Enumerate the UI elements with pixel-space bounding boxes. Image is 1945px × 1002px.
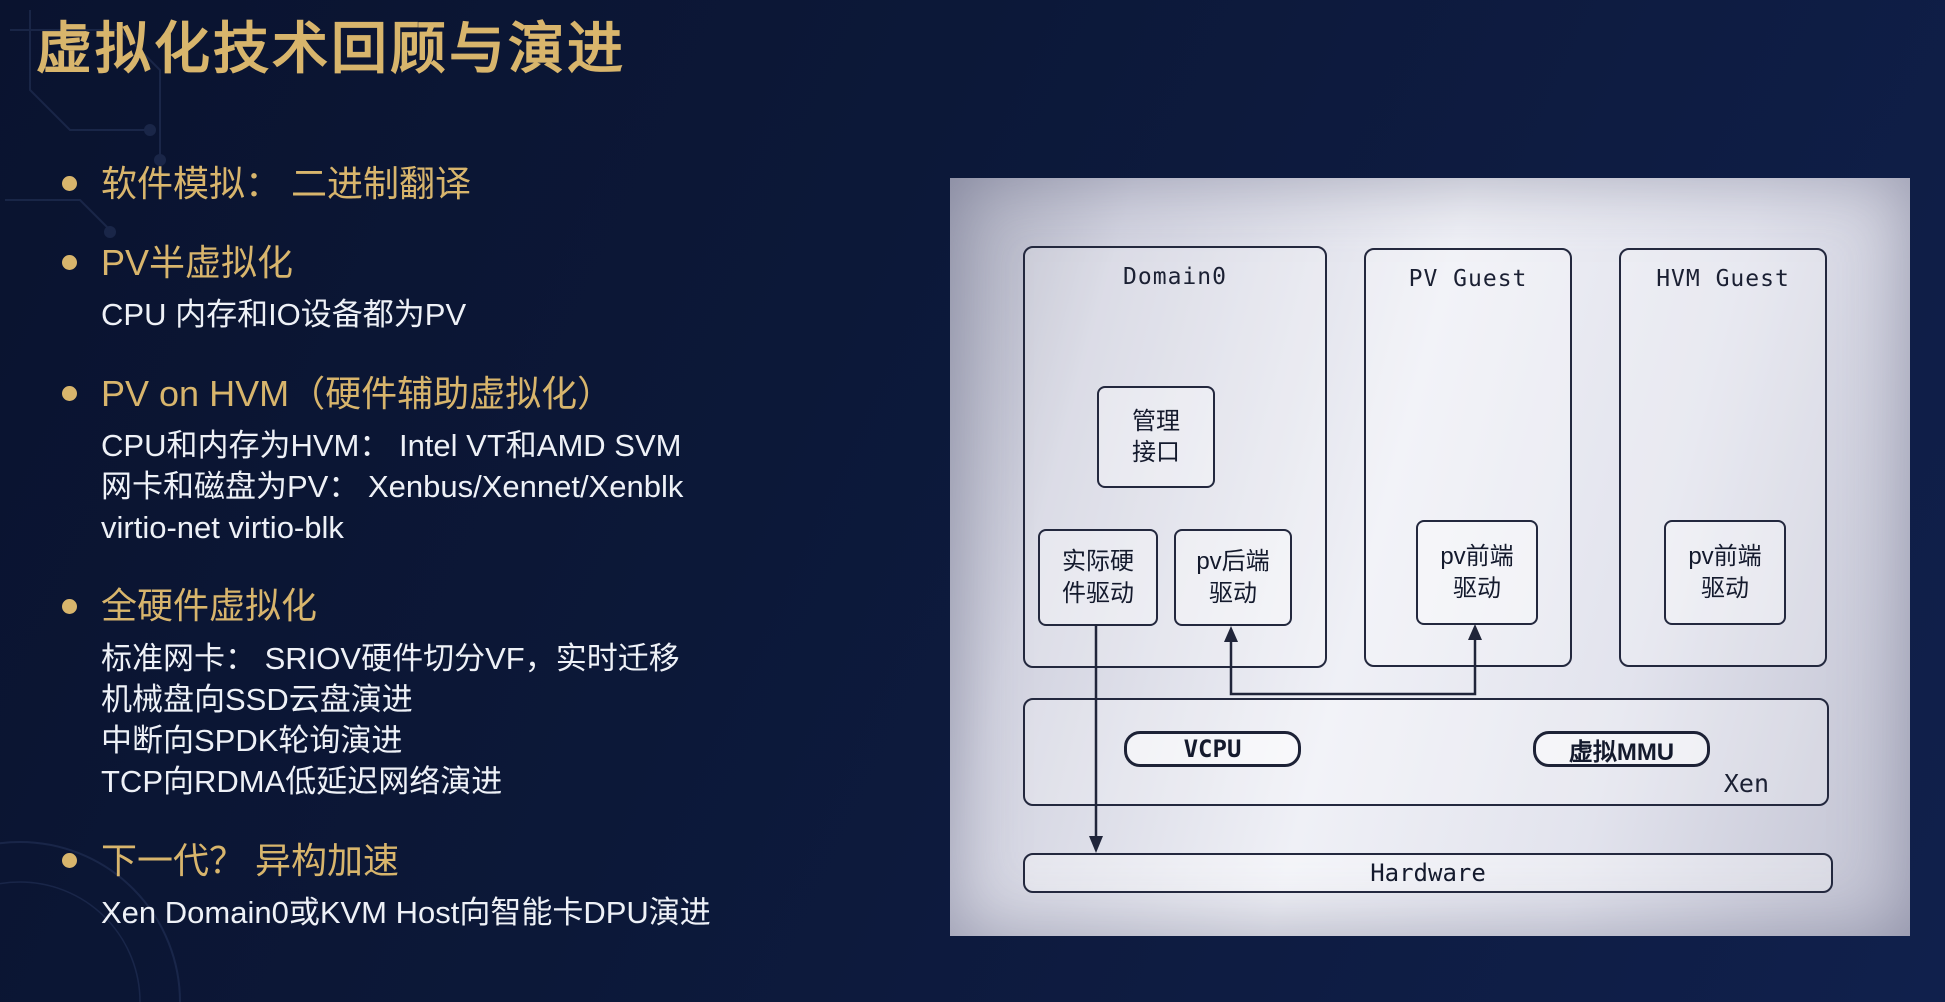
- bullet-heading: PV on HVM（硬件辅助虚拟化）: [101, 372, 614, 414]
- bullet-heading: 软件模拟： 二进制翻译: [101, 163, 472, 204]
- pv-guest-title: PV Guest: [1408, 266, 1528, 292]
- bullet-dot: [62, 852, 77, 868]
- bullet-dot: [62, 176, 77, 192]
- bullet-line: TCP向RDMA低延迟网络演进: [101, 764, 503, 800]
- management-interface-box: 管理 接口: [1097, 386, 1215, 488]
- bullet-line: virtio-net virtio-blk: [101, 510, 344, 546]
- bullet-line: 标准网卡： SRIOV硬件切分VF，实时迁移: [101, 640, 680, 676]
- bullet-dot: [62, 598, 77, 614]
- bullet-pv: PV半虚拟化 CPU 内存和IO设备都为PV: [62, 241, 962, 335]
- bullet-line: 机械盘向SSD云盘演进: [101, 681, 413, 717]
- bullet-head: 全硬件虚拟化: [62, 584, 962, 627]
- bullet-body: CPU 内存和IO设备都为PV: [62, 294, 962, 335]
- bullet-list: 软件模拟： 二进制翻译 PV半虚拟化 CPU 内存和IO设备都为PV PV on…: [62, 162, 962, 969]
- virtual-mmu-box: 虚拟MMU: [1533, 731, 1710, 767]
- hvm-pv-frontend-driver-box: pv前端 驱动: [1664, 520, 1786, 625]
- bullet-full-hw-virtualization: 全硬件虚拟化 标准网卡： SRIOV硬件切分VF，实时迁移 机械盘向SSD云盘演…: [62, 584, 962, 802]
- bullet-heading: 全硬件虚拟化: [101, 585, 318, 627]
- bullet-software-emulation: 软件模拟： 二进制翻译: [62, 162, 962, 205]
- hvm-guest-box: HVM Guest pv前端 驱动: [1619, 248, 1827, 667]
- arrowhead-down-icon: [1089, 836, 1103, 853]
- bullet-head: PV on HVM（硬件辅助虚拟化）: [62, 372, 962, 415]
- pv-backend-driver-box: pv后端 驱动: [1174, 529, 1292, 626]
- bullet-dot: [62, 255, 77, 271]
- bullet-dot: [62, 385, 77, 401]
- page-title: 虚拟化技术回顾与演进: [36, 19, 626, 81]
- hardware-driver-box: 实际硬 件驱动: [1038, 529, 1158, 626]
- bullet-heading: 下一代？ 异构加速: [101, 839, 400, 881]
- xen-label: Xen: [1723, 769, 1769, 798]
- bullet-line: 网卡和磁盘为PV： Xenbus/Xennet/Xenblk: [101, 469, 684, 504]
- bullet-heading: PV半虚拟化: [101, 242, 294, 284]
- bullet-body: 标准网卡： SRIOV硬件切分VF，实时迁移 机械盘向SSD云盘演进 中断向SP…: [62, 638, 962, 803]
- bullet-head: 软件模拟： 二进制翻译: [62, 162, 962, 205]
- hardware-box: Hardware: [1023, 853, 1833, 893]
- pv-frontend-driver-box: pv前端 驱动: [1416, 520, 1538, 625]
- bullet-line: CPU和内存为HVM： Intel VT和AMD SVM: [101, 427, 682, 463]
- bullet-head: PV半虚拟化: [62, 241, 962, 284]
- bullet-line: Xen Domain0或KVM Host向智能卡DPU演进: [101, 894, 711, 930]
- bullet-line: 中断向SPDK轮询演进: [101, 723, 403, 759]
- bullet-pv-on-hvm: PV on HVM（硬件辅助虚拟化） CPU和内存为HVM： Intel VT和…: [62, 372, 962, 549]
- domain0-title: Domain0: [1123, 264, 1227, 290]
- bullet-body: Xen Domain0或KVM Host向智能卡DPU演进: [62, 892, 962, 933]
- pv-guest-box: PV Guest pv前端 驱动: [1364, 248, 1572, 667]
- bullet-next-gen: 下一代？ 异构加速 Xen Domain0或KVM Host向智能卡DPU演进: [62, 839, 962, 933]
- hvm-guest-title: HVM Guest: [1656, 266, 1790, 292]
- domain0-box: Domain0 管理 接口 实际硬 件驱动 pv后端 驱动: [1023, 246, 1327, 668]
- xen-architecture-diagram: Domain0 管理 接口 实际硬 件驱动 pv后端 驱动 PV Guest p…: [950, 178, 1910, 936]
- xen-hypervisor-box: VCPU 虚拟MMU Xen: [1023, 698, 1829, 806]
- vcpu-box: VCPU: [1124, 731, 1301, 767]
- bullet-line: CPU 内存和IO设备都为PV: [101, 297, 467, 333]
- bullet-head: 下一代？ 异构加速: [62, 839, 962, 882]
- bullet-body: CPU和内存为HVM： Intel VT和AMD SVM 网卡和磁盘为PV： X…: [62, 425, 962, 549]
